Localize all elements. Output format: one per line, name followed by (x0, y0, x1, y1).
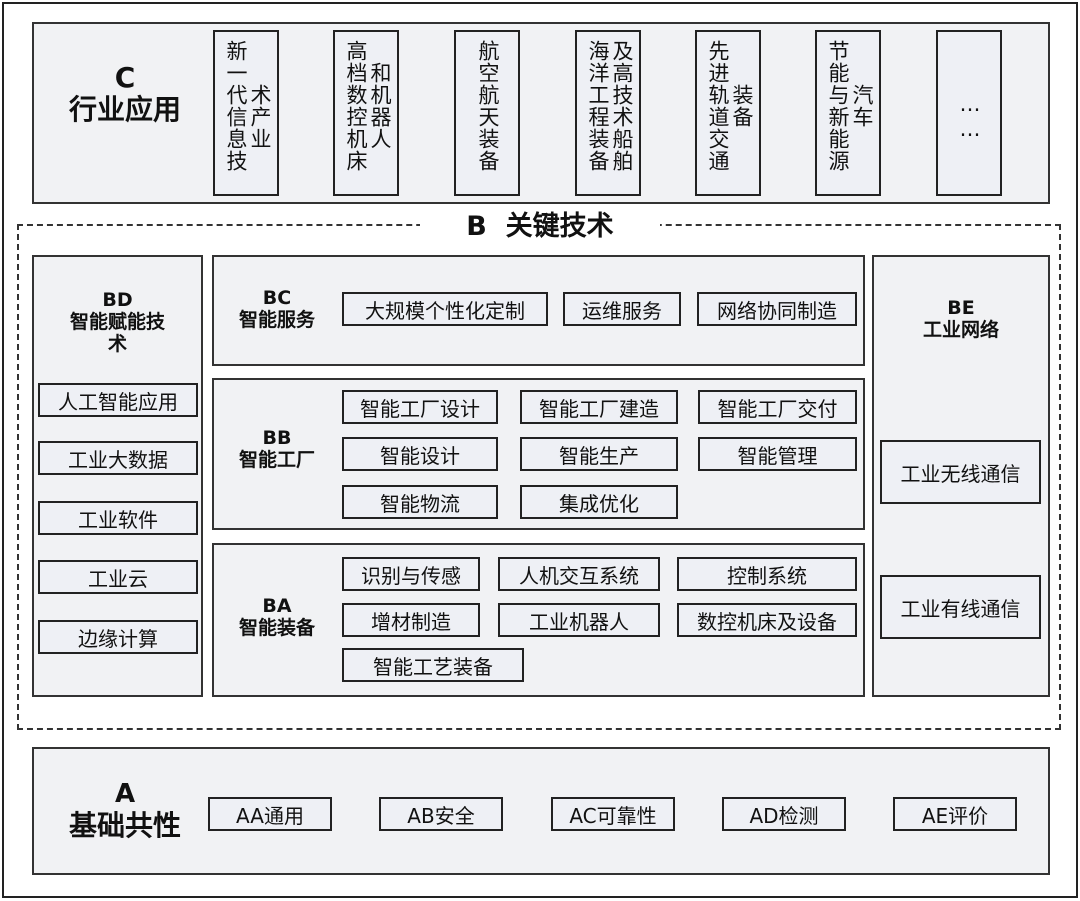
industry-box: 新一代信息技 术产业 (213, 30, 279, 196)
industry-text: 和机器人 (368, 62, 392, 150)
bb-code: BB (262, 427, 292, 449)
bc-label: BC 智能服务 (222, 287, 332, 332)
section-c-code: C (114, 61, 136, 94)
ba-item: 人机交互系统 (498, 557, 660, 591)
be-label: BE 工业网络 (872, 297, 1050, 342)
bb-item: 智能工厂交付 (698, 390, 857, 424)
ba-item: 控制系统 (677, 557, 857, 591)
section-c-label: C 行业应用 (50, 61, 200, 127)
industry-text: 高档数控机床 (344, 40, 368, 172)
bb-item: 智能工厂建造 (520, 390, 678, 424)
bc-item: 大规模个性化定制 (342, 292, 548, 326)
ba-item: 数控机床及设备 (677, 603, 857, 637)
bd-name: 智能赋能技术 (69, 310, 165, 355)
industry-text: 装备 (730, 84, 754, 128)
industry-text: 及高技术船舶 (610, 40, 634, 172)
industry-text: 节能与新能源 (826, 40, 850, 172)
bc-name: 智能服务 (238, 308, 315, 331)
bd-item: 人工智能应用 (38, 383, 198, 417)
industry-text: 航空航天装备 (476, 40, 500, 172)
industry-text: …… (958, 92, 982, 142)
ba-label: BA 智能装备 (222, 595, 332, 640)
bb-item: 智能工厂设计 (342, 390, 498, 424)
ba-item: 工业机器人 (498, 603, 660, 637)
bd-label: BD 智能赋能技术 (32, 289, 203, 356)
section-c-title: 行业应用 (68, 93, 181, 127)
a-item: AB安全 (379, 797, 503, 831)
bb-name: 智能工厂 (238, 448, 315, 471)
bd-item: 工业大数据 (38, 441, 198, 475)
bb-item: 智能生产 (520, 437, 678, 471)
industry-box: 高档数控机床 和机器人 (333, 30, 399, 196)
bd-item: 边缘计算 (38, 620, 198, 654)
a-item: AE评价 (893, 797, 1017, 831)
ba-item: 识别与传感 (342, 557, 480, 591)
bd-item: 工业软件 (38, 501, 198, 535)
ba-name: 智能装备 (238, 616, 315, 639)
industry-text: 先进轨道交通 (706, 40, 730, 172)
ba-item: 增材制造 (342, 603, 480, 637)
industry-text: 术产业 (248, 84, 272, 150)
bc-item: 网络协同制造 (697, 292, 857, 326)
section-a-title: 基础共性 (68, 808, 181, 842)
bb-item: 智能管理 (698, 437, 857, 471)
ba-item: 智能工艺装备 (342, 648, 524, 682)
industry-text: 海洋工程装备 (586, 40, 610, 172)
section-a-panel (32, 747, 1050, 875)
bb-item: 智能设计 (342, 437, 498, 471)
be-name: 工业网络 (922, 318, 999, 341)
industry-box: 先进轨道交通 装备 (695, 30, 761, 196)
bb-label: BB 智能工厂 (222, 427, 332, 472)
section-a-label: A 基础共性 (50, 779, 200, 842)
industry-box: 航空航天装备 (454, 30, 520, 196)
a-item: AD检测 (722, 797, 846, 831)
be-code: BE (947, 297, 975, 319)
be-item: 工业有线通信 (880, 575, 1041, 639)
bd-code: BD (102, 289, 133, 311)
a-item: AA通用 (208, 797, 332, 831)
bb-item: 集成优化 (520, 485, 678, 519)
ba-code: BA (262, 595, 292, 617)
industry-box: …… (936, 30, 1002, 196)
industry-text: 新一代信息技 (224, 40, 248, 172)
bd-item: 工业云 (38, 560, 198, 594)
industry-box: 海洋工程装备 及高技术船舶 (575, 30, 641, 196)
industry-box: 节能与新能源 汽车 (815, 30, 881, 196)
be-item: 工业无线通信 (880, 440, 1041, 504)
section-a-code: A (114, 779, 136, 809)
section-b-title: B 关键技术 (420, 210, 660, 244)
a-item: AC可靠性 (551, 797, 675, 831)
bc-code: BC (262, 287, 292, 309)
industry-text: 汽车 (850, 84, 874, 128)
bb-item: 智能物流 (342, 485, 498, 519)
bc-item: 运维服务 (563, 292, 681, 326)
